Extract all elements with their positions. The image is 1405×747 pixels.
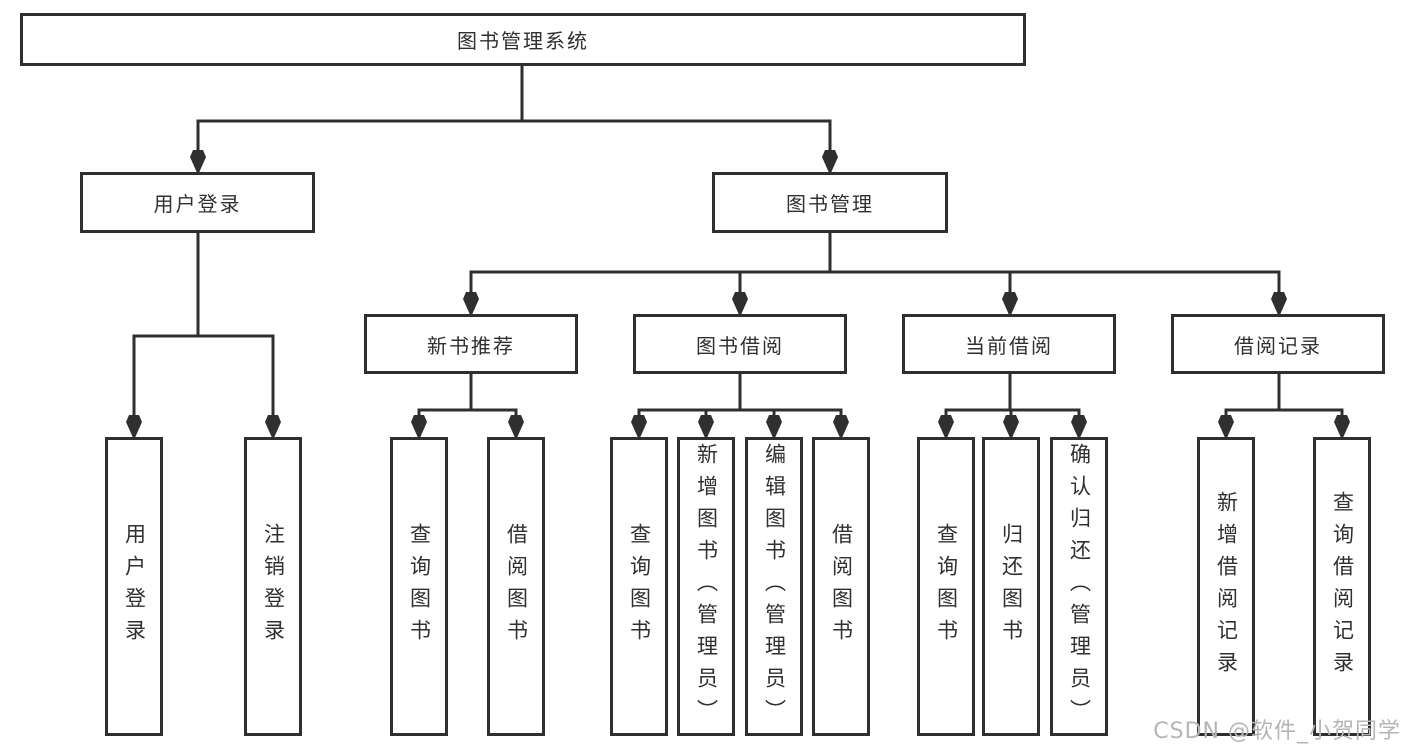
node-library-management-system: 图书管理系统 — [20, 13, 1026, 66]
node-label: 查询图书 — [934, 522, 959, 651]
leaf-query-books-current: 查询图书 — [917, 437, 975, 736]
node-label: 查询借阅记录 — [1330, 490, 1355, 683]
watermark: CSDN @软件_小贺同学 — [1153, 719, 1401, 744]
node-user-login: 用户登录 — [80, 172, 315, 233]
node-label: 当前借阅 — [965, 333, 1053, 358]
node-book-management: 图书管理 — [712, 172, 948, 233]
node-label: 新书推荐 — [427, 333, 515, 358]
leaf-confirm-return-admin: 确认归还（管理员） — [1050, 437, 1108, 736]
node-label: 编辑图书（管理员） — [762, 442, 787, 731]
node-book-borrowing: 图书借阅 — [633, 314, 847, 374]
node-label: 新增借阅记录 — [1214, 490, 1239, 683]
leaf-borrow-books-borrowing: 借阅图书 — [812, 437, 870, 736]
node-borrowing-records: 借阅记录 — [1171, 314, 1385, 374]
node-label: 图书管理系统 — [457, 29, 589, 53]
node-label: 新增图书（管理员） — [694, 442, 719, 731]
leaf-return-books: 归还图书 — [982, 437, 1040, 736]
node-label: 用户登录 — [153, 192, 242, 216]
node-current-borrowing: 当前借阅 — [902, 314, 1116, 374]
leaf-query-borrow-record: 查询借阅记录 — [1313, 437, 1371, 736]
leaf-add-borrow-record: 新增借阅记录 — [1197, 437, 1255, 736]
node-label: 借阅图书 — [829, 522, 854, 651]
node-label: 借阅记录 — [1234, 333, 1322, 358]
leaf-user-login: 用户登录 — [105, 437, 163, 736]
node-label: 归还图书 — [999, 522, 1024, 651]
leaf-query-books-borrowing: 查询图书 — [610, 437, 668, 736]
node-label: 借阅图书 — [504, 522, 529, 651]
node-label: 图书管理 — [786, 192, 874, 216]
node-label: 注销登录 — [261, 522, 286, 651]
leaf-add-book-admin: 新增图书（管理员） — [677, 437, 735, 736]
node-label: 图书借阅 — [696, 333, 784, 358]
node-label: 确认归还（管理员） — [1067, 442, 1092, 731]
node-label: 查询图书 — [627, 522, 652, 651]
leaf-logout: 注销登录 — [244, 437, 302, 736]
node-label: 查询图书 — [407, 522, 432, 651]
leaf-borrow-books-recommend: 借阅图书 — [487, 437, 545, 736]
leaf-edit-book-admin: 编辑图书（管理员） — [745, 437, 803, 736]
node-new-book-recommendation: 新书推荐 — [364, 314, 578, 374]
node-label: 用户登录 — [122, 522, 147, 651]
leaf-query-books-recommend: 查询图书 — [390, 437, 448, 736]
